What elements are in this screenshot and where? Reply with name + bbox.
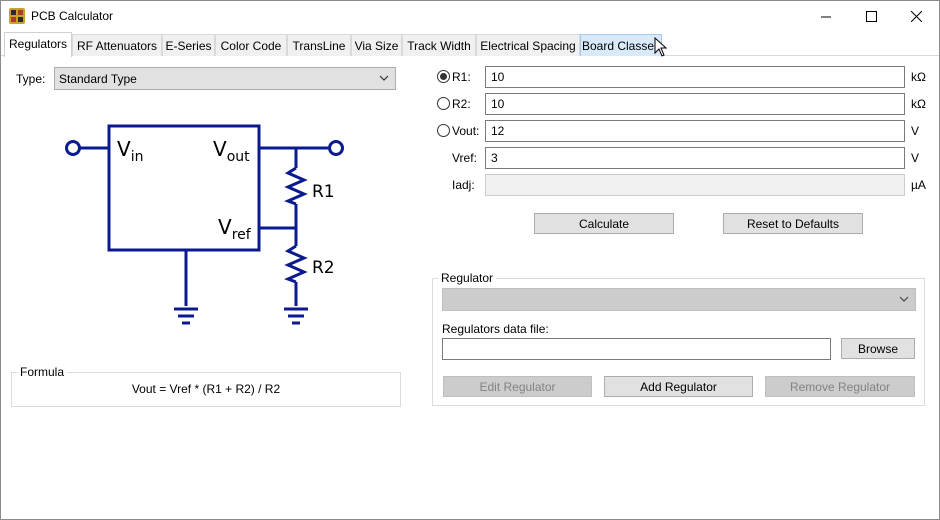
tab-board-classes[interactable]: Board Classes xyxy=(580,34,662,56)
vref-input[interactable]: 3 xyxy=(485,147,905,169)
tab-regulators[interactable]: Regulators xyxy=(4,32,72,57)
r1-input[interactable]: 10 xyxy=(485,66,905,88)
vout-unit: V xyxy=(911,124,920,138)
r2-unit: kΩ xyxy=(911,97,926,111)
data-file-input[interactable] xyxy=(442,338,831,360)
chevron-down-icon xyxy=(899,296,909,302)
r2-label: R2: xyxy=(452,97,471,111)
regulator-box xyxy=(107,124,261,252)
formula-text: Vout = Vref * (R1 + R2) / R2 xyxy=(131,382,281,396)
tab-electrical-spacing[interactable]: Electrical Spacing xyxy=(476,34,580,56)
vout-label: Vout xyxy=(213,137,250,165)
r2-resistor xyxy=(284,244,308,284)
r1-resistor xyxy=(284,166,308,206)
vref-label: Vref xyxy=(218,215,252,243)
r1-unit: kΩ xyxy=(911,70,926,84)
vin-terminal xyxy=(65,140,81,156)
reset-defaults-button[interactable]: Reset to Defaults xyxy=(723,213,863,234)
tab-via-size[interactable]: Via Size xyxy=(351,34,402,56)
add-regulator-button[interactable]: Add Regulator xyxy=(604,376,753,397)
tab-track-width[interactable]: Track Width xyxy=(402,34,476,56)
type-select-value: Standard Type xyxy=(59,72,137,86)
window-title: PCB Calculator xyxy=(31,9,114,23)
vin-label: Vin xyxy=(117,137,143,165)
r1-label: R1: xyxy=(452,70,471,84)
vout-radio[interactable] xyxy=(437,124,450,137)
pcb-calculator-icon xyxy=(9,8,25,24)
iadj-unit: µA xyxy=(911,178,926,192)
maximize-icon xyxy=(865,11,877,22)
mouse-cursor-icon xyxy=(654,37,668,57)
tab-e-series[interactable]: E-Series xyxy=(162,34,215,56)
r2-input[interactable]: 10 xyxy=(485,93,905,115)
regulator-schematic: Vin Vout Vref R1 R2 xyxy=(65,124,344,325)
regulator-select[interactable] xyxy=(442,288,916,311)
vout-label: Vout: xyxy=(452,124,480,138)
tab-color-code[interactable]: Color Code xyxy=(215,34,287,56)
type-label: Type: xyxy=(16,72,46,86)
title-bar: PCB Calculator xyxy=(1,1,939,32)
chevron-down-icon xyxy=(379,75,389,81)
tab-transline[interactable]: TransLine xyxy=(287,34,351,56)
minimize-button[interactable] xyxy=(803,1,849,32)
vout-input[interactable]: 12 xyxy=(485,120,905,142)
type-select[interactable]: Standard Type xyxy=(54,67,396,90)
tab-rf-attenuators[interactable]: RF Attenuators xyxy=(72,34,162,56)
maximize-button[interactable] xyxy=(848,1,894,32)
iadj-input xyxy=(485,174,905,196)
regulator-group-title: Regulator xyxy=(438,271,497,285)
data-file-label: Regulators data file: xyxy=(442,322,549,336)
ground-symbol-regulator xyxy=(174,307,198,325)
ground-symbol-r2 xyxy=(284,307,308,325)
minimize-icon xyxy=(821,16,831,17)
r2-label: R2 xyxy=(312,258,335,278)
regulator-group xyxy=(432,278,925,406)
formula-title: Formula xyxy=(17,365,68,379)
remove-regulator-button[interactable]: Remove Regulator xyxy=(765,376,915,397)
vout-terminal xyxy=(328,140,344,156)
close-button[interactable] xyxy=(893,1,939,32)
r1-label: R1 xyxy=(312,182,335,202)
r1-radio[interactable] xyxy=(437,70,450,83)
vref-unit: V xyxy=(911,151,920,165)
tab-bar: Regulators RF Attenuators E-Series Color… xyxy=(1,32,939,57)
calculate-button[interactable]: Calculate xyxy=(534,213,674,234)
iadj-label: Iadj: xyxy=(452,178,475,192)
close-icon xyxy=(910,11,922,22)
edit-regulator-button[interactable]: Edit Regulator xyxy=(443,376,592,397)
formula-group xyxy=(11,372,401,407)
r2-radio[interactable] xyxy=(437,97,450,110)
vref-label: Vref: xyxy=(452,151,477,165)
browse-button[interactable]: Browse xyxy=(841,338,915,359)
